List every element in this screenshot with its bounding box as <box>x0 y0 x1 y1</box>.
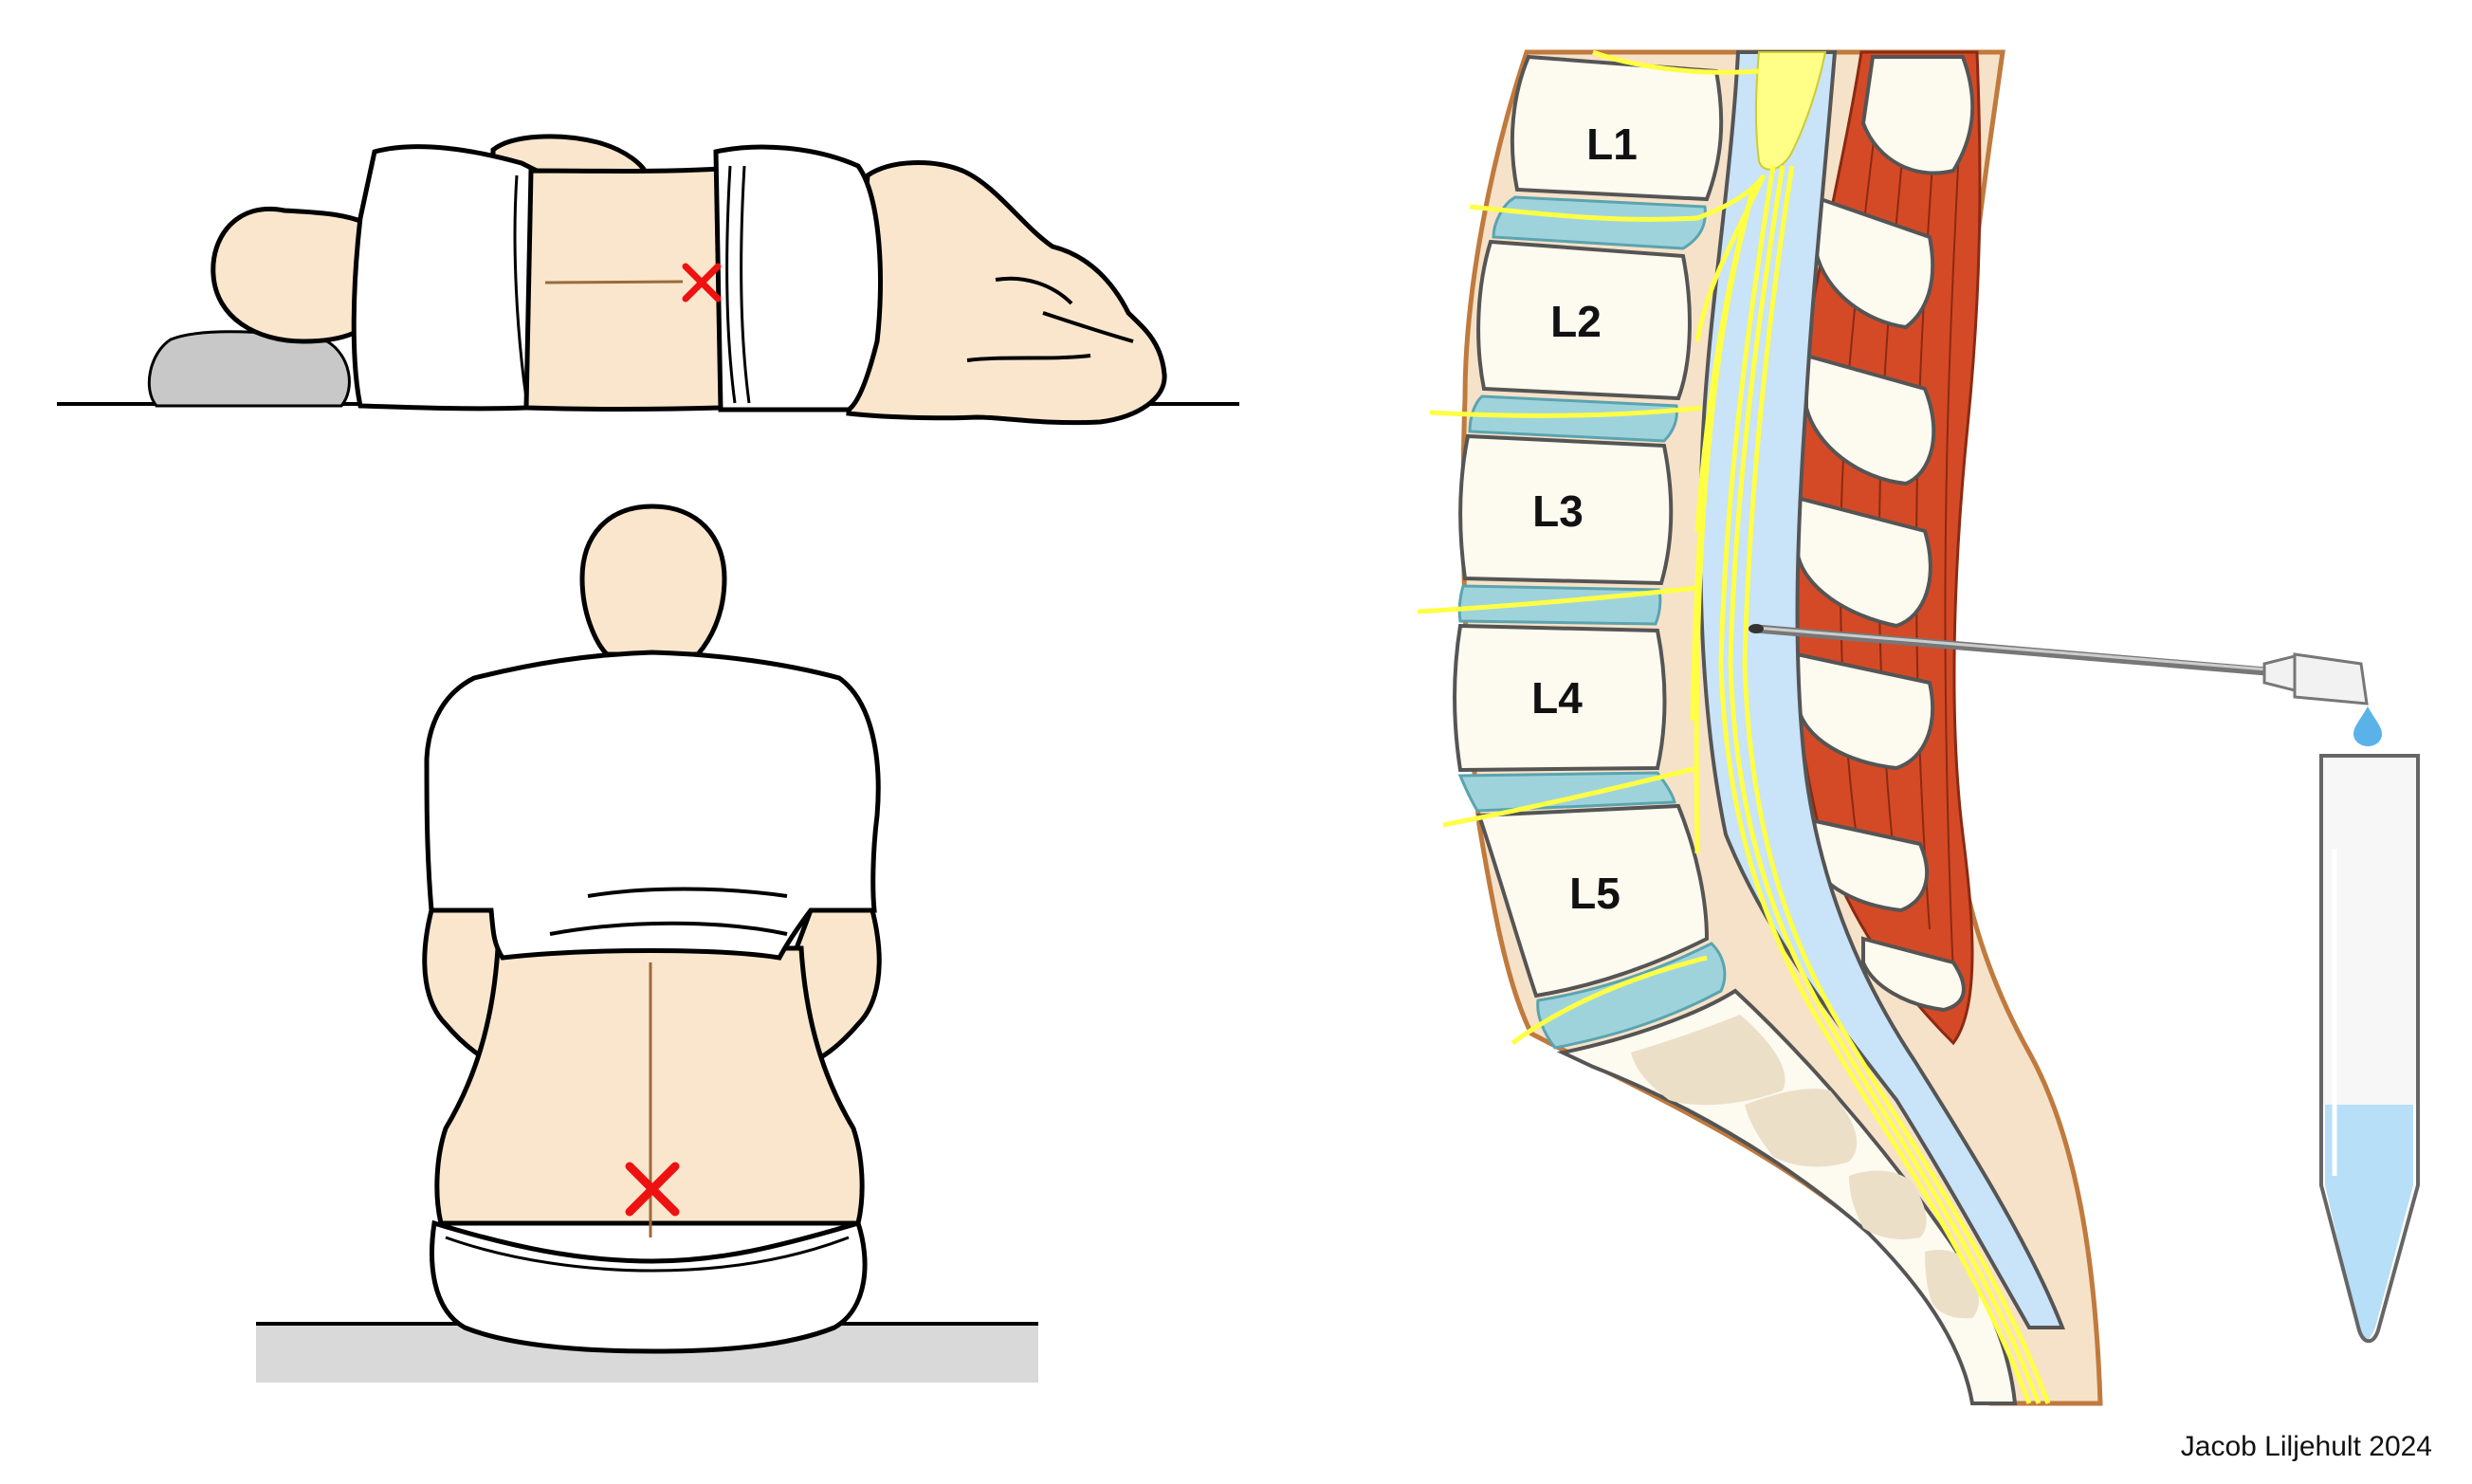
tube-glass-tint <box>2323 759 2416 1105</box>
disc-l4-l5 <box>1457 771 1676 813</box>
nerve-root-l3 <box>1417 585 1698 614</box>
nerve-root-l2 <box>1429 405 1703 418</box>
csf-drop <box>2353 706 2382 746</box>
nerve-root-l5 <box>1511 955 1708 1046</box>
spinal-needle <box>1749 624 2382 746</box>
needle-tip <box>1749 624 1764 633</box>
nerve-root-top <box>1592 49 1760 75</box>
vertebra-l4 <box>1453 623 1667 773</box>
nerve-root-l1 <box>1469 174 1767 222</box>
knee-fold-line <box>966 276 1134 362</box>
belt-line <box>445 1236 850 1273</box>
sitting-head <box>579 504 727 657</box>
lying-legs <box>846 160 1167 426</box>
vertebral-bodies <box>1453 54 1724 998</box>
cauda-equina-nerves <box>1690 165 2051 1404</box>
lying-patient-figure <box>57 134 1239 426</box>
tube-outline <box>2319 754 2420 1344</box>
needle-hub <box>2262 652 2369 705</box>
sacral-segments <box>1631 1015 1979 1319</box>
shirt-fold-lines <box>549 887 788 936</box>
vertebra-l3 <box>1458 433 1674 586</box>
nerve-root-l4 <box>1442 765 1698 828</box>
collection-tube <box>2319 754 2420 1344</box>
disc-l2-l3 <box>1468 394 1678 443</box>
waistband-lines <box>513 165 751 404</box>
vertebra-l2 <box>1476 239 1692 401</box>
lying-spine-line <box>544 280 684 284</box>
author-credit: Jacob Liljehult 2024 <box>2180 1431 2432 1462</box>
lying-puncture-site-marker <box>682 263 722 302</box>
vertebra-label-l1: L1 <box>1586 119 1638 169</box>
needle-shaft-highlight <box>1755 626 2267 671</box>
vertebra-l5 <box>1476 803 1710 998</box>
vertebra-l1 <box>1510 54 1724 202</box>
intervertebral-discs <box>1457 195 1727 1050</box>
spinal-cord <box>1754 51 1827 171</box>
sitting-trousers <box>430 1219 868 1354</box>
sitting-patient-figure <box>256 504 1038 1383</box>
spine-cross-section: L1 L2 L3 L4 L5 <box>1417 49 2103 1406</box>
vertebra-label-l5: L5 <box>1569 869 1621 918</box>
vertebra-label-l2: L2 <box>1550 297 1602 346</box>
exiting-nerve-roots <box>1417 49 1767 1046</box>
sitting-puncture-site-marker <box>625 1162 680 1217</box>
tube-liquid <box>2325 1105 2413 1342</box>
spinous-processes <box>1795 55 1975 1013</box>
disc-l5-s1 <box>1536 942 1727 1050</box>
lying-trousers <box>713 144 883 412</box>
sitting-shirt <box>424 650 881 961</box>
lying-shirt <box>351 144 543 412</box>
vertebra-label-l3: L3 <box>1532 486 1584 536</box>
vertebra-label-l4: L4 <box>1531 673 1583 723</box>
